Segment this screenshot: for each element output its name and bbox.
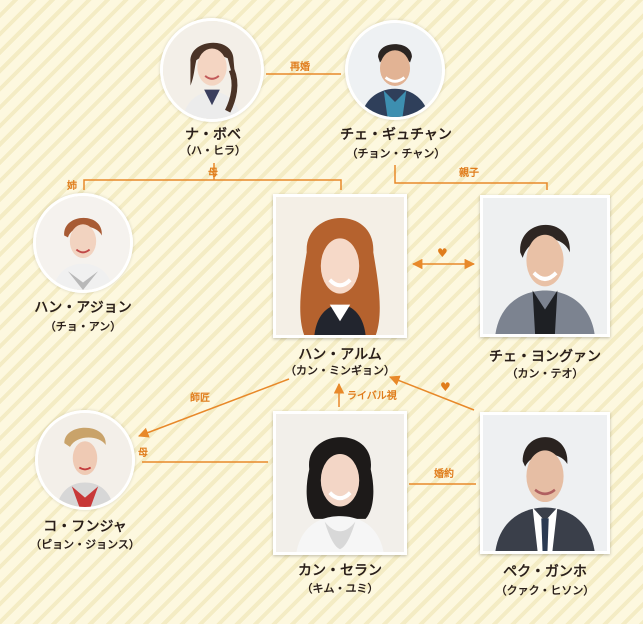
- rival-label: ライバル視: [347, 391, 397, 402]
- name-choi-yongwan: チェ・ヨングァン: [489, 349, 601, 365]
- portrait-choi-yongwan: [480, 195, 610, 337]
- portrait-na-bobe: [160, 18, 264, 122]
- mother-label-top: 母: [208, 168, 218, 179]
- actor-choi-gyuchan: （チョン・チャン）: [346, 147, 446, 160]
- actor-baek-ganho: （クァク・ヒソン）: [495, 584, 595, 597]
- mother-bracket: [83, 179, 342, 190]
- name-choi-gyuchan: チェ・ギュチャン: [340, 127, 452, 143]
- remarriage-label: 再婚: [290, 62, 310, 73]
- portrait-choi-gyuchan: [345, 20, 445, 120]
- portrait-han-ajon: [33, 193, 133, 293]
- actor-na-bobe: （ハ・ヒラ）: [180, 144, 246, 157]
- mentor-arrow: [138, 378, 290, 438]
- name-na-bobe: ナ・ボベ: [185, 127, 241, 143]
- name-han-ajon: ハン・アジョン: [34, 300, 132, 316]
- portrait-ko-funja: [35, 410, 135, 510]
- actor-han-ajon: （チョ・アン）: [44, 320, 122, 333]
- heart-icon-couple: ♥: [437, 246, 448, 260]
- actor-ko-funja: （ピョン・ジョンス）: [30, 538, 140, 551]
- name-ko-funja: コ・フンジャ: [43, 519, 127, 535]
- parent-child-bracket: [394, 165, 548, 190]
- ganho-love-arrow: [389, 375, 475, 411]
- portrait-baek-ganho: [480, 412, 610, 554]
- actor-han-arum: （カン・ミンギョン）: [285, 364, 395, 377]
- portrait-kang-seran: [273, 411, 407, 555]
- mother-label-bottom: 母: [138, 448, 148, 459]
- actor-kang-seran: （キム・ユミ）: [301, 582, 379, 595]
- name-baek-ganho: ペク・ガンホ: [503, 564, 587, 580]
- engagement-label: 婚約: [434, 469, 454, 480]
- older-sister-label: 姉: [67, 181, 77, 192]
- actor-choi-yongwan: （カン・テオ）: [506, 367, 584, 380]
- parent-child-label: 親子: [459, 168, 479, 179]
- name-kang-seran: カン・セラン: [298, 563, 382, 579]
- portrait-han-arum: [273, 194, 407, 338]
- mentor-label: 師匠: [190, 393, 210, 404]
- heart-icon-ganho: ♥: [440, 380, 451, 394]
- name-han-arum: ハン・アルム: [298, 347, 382, 363]
